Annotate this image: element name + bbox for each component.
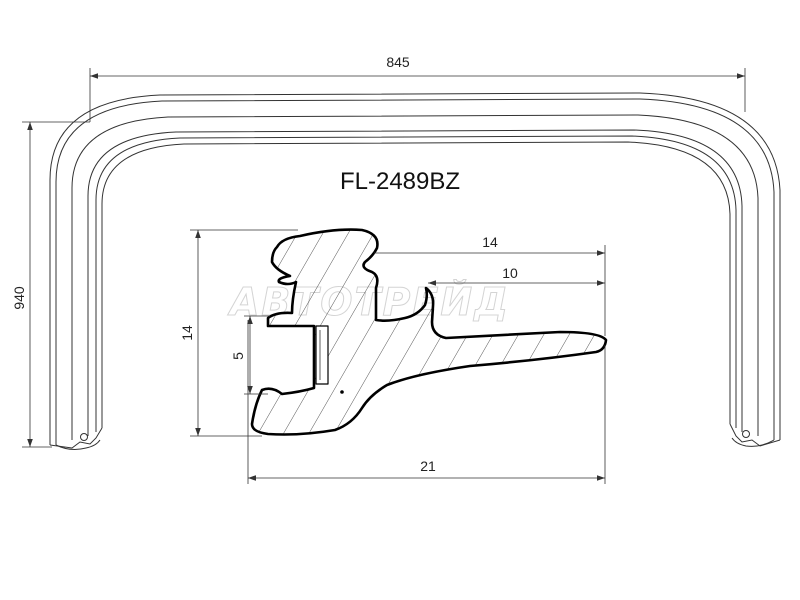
- overall-width-dimension: 845: [89, 54, 746, 122]
- overall-height-label: 940: [11, 286, 27, 310]
- profile-marker-dot: [340, 390, 344, 394]
- slot-insert: [315, 325, 329, 385]
- profile-lip-reach-dimension: 10: [428, 265, 605, 286]
- profile-upper-reach-dimension: 14: [374, 234, 606, 336]
- overall-width-label: 845: [386, 54, 410, 70]
- overall-height-dimension: 940: [11, 121, 90, 448]
- lip-reach-label: 10: [502, 265, 518, 281]
- upper-reach-label: 14: [482, 234, 498, 250]
- total-height-label: 14: [179, 325, 195, 341]
- profile-slot-height-dimension: 5: [230, 315, 270, 395]
- total-width-label: 21: [420, 458, 436, 474]
- profile-total-height-dimension: 14: [179, 229, 298, 437]
- profile-body: [250, 228, 608, 436]
- part-number-title: FL-2489BZ: [340, 168, 460, 195]
- seal-cross-section: [250, 228, 608, 436]
- slot-height-label: 5: [230, 352, 246, 360]
- seal-frame-outline: [49, 92, 781, 450]
